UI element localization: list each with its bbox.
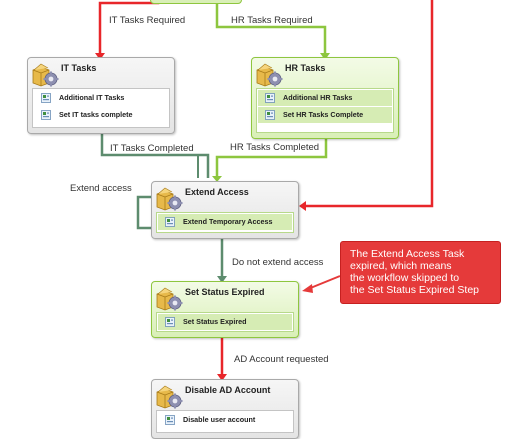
- connector-right-loop: [303, 0, 434, 208]
- step-task-icon: [41, 110, 51, 120]
- node-hr-tasks-title: HR Tasks: [285, 63, 326, 73]
- step-task-icon: [165, 217, 175, 227]
- node-disable-ad-account-title: Disable AD Account: [185, 385, 271, 395]
- node-hr-tasks-header: HR Tasks: [252, 58, 398, 88]
- node-disable-ad-account-steps: Disable user account: [156, 410, 294, 433]
- step-label: Set IT tasks complete: [59, 110, 133, 119]
- label-hr-tasks-required: HR Tasks Required: [231, 15, 313, 26]
- callout-line: expired, which means: [350, 260, 452, 272]
- node-disable-ad-account[interactable]: Disable AD Account Disable user account: [151, 379, 299, 439]
- label-do-not-extend-access: Do not extend access: [232, 257, 324, 268]
- activity-gear-icon: [155, 383, 183, 409]
- step-extend-temporary-access[interactable]: Extend Temporary Access: [158, 214, 292, 230]
- arrowhead-extend-right: [299, 201, 306, 211]
- step-task-icon: [165, 317, 175, 327]
- activity-gear-icon: [255, 61, 283, 87]
- callout-pointer-arrow: [302, 284, 313, 293]
- node-extend-access-title: Extend Access: [185, 187, 249, 197]
- node-extend-access[interactable]: Extend Access Extend Temporary Access: [151, 181, 299, 239]
- label-extend-access: Extend access: [70, 183, 132, 194]
- top-node-fragment: [150, 0, 242, 4]
- label-it-tasks-required: IT Tasks Required: [109, 15, 186, 26]
- connector-hr-required: [215, 0, 327, 56]
- label-hr-tasks-completed: HR Tasks Completed: [230, 142, 320, 153]
- callout-line: the workflow skipped to: [350, 272, 460, 284]
- step-label: Additional HR Tasks: [283, 93, 353, 102]
- step-additional-hr-tasks[interactable]: Additional HR Tasks: [258, 90, 392, 106]
- node-it-tasks-steps: Additional IT Tasks Set IT tasks complet…: [32, 88, 170, 128]
- step-task-icon: [265, 110, 275, 120]
- step-label: Disable user account: [183, 415, 256, 424]
- connector-hr-completed: [215, 139, 328, 178]
- activity-gear-icon: [155, 285, 183, 311]
- node-extend-access-steps: Extend Temporary Access: [156, 212, 294, 233]
- step-set-hr-tasks-complete[interactable]: Set HR Tasks Complete: [258, 107, 392, 123]
- callout-pointer-line: [307, 275, 341, 290]
- step-set-it-tasks-complete[interactable]: Set IT tasks complete: [34, 107, 168, 123]
- activity-gear-icon: [155, 185, 183, 211]
- arrowhead-set-status: [217, 276, 227, 283]
- step-label: Set Status Expired: [183, 317, 247, 326]
- node-hr-tasks-steps: Additional HR Tasks Set HR Tasks Complet…: [256, 88, 394, 133]
- step-label: Extend Temporary Access: [183, 217, 273, 226]
- node-hr-tasks[interactable]: HR Tasks Additional HR Tasks Set HR Task…: [251, 57, 399, 139]
- label-ad-account-requested: AD Account requested: [234, 354, 329, 365]
- node-extend-access-header: Extend Access: [152, 182, 298, 212]
- node-it-tasks-header: IT Tasks: [28, 58, 174, 88]
- label-it-tasks-completed: IT Tasks Completed: [110, 143, 194, 154]
- step-label: Additional IT Tasks: [59, 93, 125, 102]
- node-set-status-expired-steps: Set Status Expired: [156, 312, 294, 332]
- connector-it-completed: [100, 133, 210, 178]
- node-it-tasks-title: IT Tasks: [61, 63, 97, 73]
- step-disable-user-account[interactable]: Disable user account: [158, 412, 292, 428]
- connector-it-required: [98, 0, 160, 56]
- arrowhead-hr-tasks: [320, 53, 330, 60]
- arrowhead-disable-ad: [217, 374, 227, 381]
- arrowhead-it-tasks: [95, 53, 105, 60]
- step-label: Set HR Tasks Complete: [283, 110, 364, 119]
- callout-line: The Extend Access Task: [350, 248, 465, 260]
- callout-note: The Extend Access Task expired, which me…: [340, 241, 501, 304]
- callout-line: the Set Status Expired Step: [350, 284, 479, 296]
- node-set-status-expired-header: Set Status Expired: [152, 282, 298, 312]
- node-it-tasks[interactable]: IT Tasks Additional IT Tasks Set IT task…: [27, 57, 175, 134]
- arrowhead-extend-top: [212, 176, 222, 182]
- connector-extend-loop: [136, 195, 158, 230]
- node-disable-ad-account-header: Disable AD Account: [152, 380, 298, 410]
- node-set-status-expired-title: Set Status Expired: [185, 287, 265, 297]
- step-task-icon: [265, 93, 275, 103]
- step-set-status-expired[interactable]: Set Status Expired: [158, 314, 292, 330]
- node-set-status-expired[interactable]: Set Status Expired Set Status Expired: [151, 281, 299, 338]
- activity-gear-icon: [31, 61, 59, 87]
- step-task-icon: [41, 93, 51, 103]
- step-additional-it-tasks[interactable]: Additional IT Tasks: [34, 90, 168, 106]
